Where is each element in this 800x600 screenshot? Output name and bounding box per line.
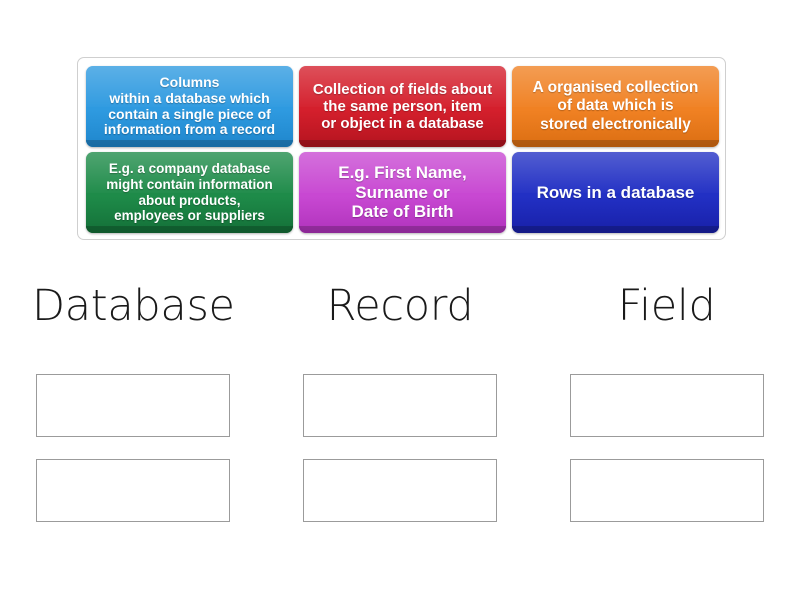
tile-grid: Columns within a database which contain … (86, 66, 719, 233)
column-heading-field: Field (617, 281, 716, 331)
tile-collection-of-fields[interactable]: Collection of fields about the same pers… (299, 66, 506, 147)
tile-rows-in-a-database[interactable]: Rows in a database (512, 152, 719, 233)
column-headings: Database Record Field (0, 285, 800, 328)
tile-company-database[interactable]: E.g. a company database might contain in… (86, 152, 293, 233)
tile-columns[interactable]: Columns within a database which contain … (86, 66, 293, 147)
tile-company-database-label: E.g. a company database might contain in… (106, 161, 273, 224)
tile-tray: Columns within a database which contain … (77, 57, 726, 240)
tile-collection-of-fields-label: Collection of fields about the same pers… (312, 80, 493, 133)
tile-organised-collection[interactable]: A organised collection of data which is … (512, 66, 719, 147)
tile-first-name-surname[interactable]: E.g. First Name, Surname or Date of Birt… (299, 152, 506, 233)
dropzone-column-record (267, 374, 534, 522)
dropzone-database-2[interactable] (36, 459, 231, 522)
dropzone-field-1[interactable] (569, 374, 764, 437)
tile-first-name-surname-label: E.g. First Name, Surname or Date of Birt… (338, 162, 467, 222)
dropzone-grid (0, 374, 800, 522)
dropzone-column-field (533, 374, 800, 522)
column-heading-record: Record (326, 281, 474, 331)
dropzone-database-1[interactable] (36, 374, 231, 437)
tile-organised-collection-label: A organised collection of data which is … (532, 79, 699, 133)
dropzone-record-2[interactable] (302, 459, 497, 522)
tile-columns-label: Columns within a database which contain … (103, 73, 276, 138)
dropzone-record-1[interactable] (302, 374, 497, 437)
tile-rows-in-a-database-label: Rows in a database (536, 182, 695, 202)
dropzone-column-database (0, 374, 267, 522)
column-heading-database: Database (31, 281, 235, 331)
dropzone-field-2[interactable] (569, 459, 764, 522)
